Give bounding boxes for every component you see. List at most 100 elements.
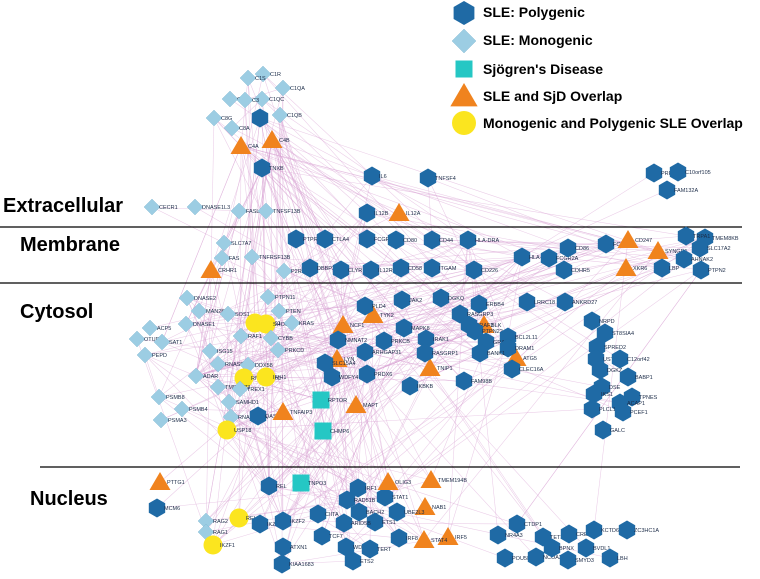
gene-label: MAN2B1 (206, 309, 228, 315)
gene-label: BABP1 (635, 375, 653, 381)
edge (212, 324, 485, 546)
edge (185, 323, 228, 431)
edge (240, 145, 469, 241)
gene-label: CD247 (635, 238, 652, 244)
hexagon-node-shape (675, 249, 693, 269)
hexagon-node-shape (540, 248, 558, 268)
gene-label: IL6 (379, 174, 387, 180)
gene-node: SYNGR1 (647, 241, 688, 259)
edge (212, 117, 261, 546)
edge (430, 256, 523, 481)
gene-label: NCOA2 (543, 555, 562, 561)
legend-label-polygenic: SLE: Polygenic (483, 4, 585, 20)
gene-node: ETS1 (366, 512, 396, 532)
hexagon-node-shape (313, 526, 331, 546)
gene-node: BANK1 (471, 343, 505, 363)
hexagon-node-shape (356, 342, 374, 362)
hexagon-node-shape (508, 514, 526, 534)
gene-node: LBH (601, 548, 628, 568)
diamond-node-shape (141, 319, 159, 337)
edge (261, 98, 509, 338)
hexagon-node-shape (316, 353, 334, 373)
hexagon-node-shape (260, 476, 278, 496)
gene-label: TNFSF13B (273, 209, 301, 215)
gene-label: TNFAIP3 (290, 410, 312, 416)
gene-label: CD226 (481, 268, 498, 274)
hexagon-node-shape (387, 230, 405, 250)
gene-node: TREX1 (231, 380, 265, 398)
triangle-node-shape (419, 358, 441, 376)
hexagon-node-shape (323, 367, 341, 387)
edge (240, 145, 659, 252)
edge (271, 139, 629, 378)
gene-label: IRF8 (406, 536, 418, 542)
gene-node: CD226 (465, 260, 498, 280)
hexagon-node-shape (465, 260, 483, 280)
gene-label: PEPD (152, 353, 167, 359)
hexagon-node-shape (344, 551, 362, 571)
edge (243, 212, 368, 379)
edge (209, 167, 263, 352)
hexagon-node-shape (358, 203, 376, 223)
square-node-shape (312, 391, 330, 409)
gene-node: SHOC2 (256, 314, 292, 334)
gene-node: C4A (230, 136, 259, 154)
gene-node: DRAM1 (499, 338, 534, 358)
edge (240, 145, 550, 259)
edge (144, 354, 197, 377)
triangle-node-shape (261, 130, 283, 148)
gene-label: TERT (377, 547, 392, 553)
gene-label: CD80 (403, 238, 417, 244)
gene-node: ERBB4 (470, 294, 504, 314)
diamond-node-shape (223, 119, 241, 137)
edges-layer (136, 73, 706, 565)
gene-label: CECR1 (159, 205, 178, 211)
gene-label: PTPN11 (275, 295, 295, 301)
legend-label-sle-sjd-overlap: SLE and SjD Overlap (483, 88, 622, 104)
hexagon-node-shape (393, 290, 411, 310)
edge (281, 560, 354, 565)
hexagon-node-shape (423, 258, 441, 278)
gene-label: ERBB4 (486, 302, 504, 308)
gene-node: C8A (223, 119, 250, 137)
triangle-node-shape (332, 315, 354, 333)
edge (156, 487, 359, 509)
diamond-node-shape (283, 314, 301, 332)
gene-node: DBBP2 (301, 258, 335, 278)
gene-node: OAS1 (249, 406, 280, 426)
gene-label: BVDL1 (593, 546, 610, 552)
edge (195, 375, 302, 484)
gene-label: IRF1 (365, 486, 377, 492)
edge (217, 239, 469, 365)
gene-node: SLC15A4 (316, 353, 356, 373)
edge (144, 354, 160, 398)
edge (423, 250, 659, 541)
gene-label: BANK1 (487, 351, 505, 357)
edge (372, 314, 587, 549)
gene-label: C1R (270, 72, 281, 78)
hexagon-node-shape (362, 260, 380, 280)
gene-label: C4B (279, 138, 290, 144)
gene-label: STAT1 (392, 495, 408, 501)
edge (198, 310, 245, 379)
gene-node: FAS (213, 249, 240, 267)
gene-node: NRPD (583, 311, 615, 331)
gene-node: PSMA3 (152, 411, 187, 429)
gene-label: NCF1 (350, 323, 364, 329)
gene-label: IL12B (374, 211, 389, 217)
edge (372, 313, 461, 316)
gene-label: C4A (248, 144, 259, 150)
edge (259, 117, 659, 252)
gene-label: TPNES (639, 395, 658, 401)
edge (239, 388, 270, 487)
hexagon-node-shape (432, 288, 450, 308)
gene-node: NCF1 (332, 315, 364, 333)
diamond-node-shape (150, 388, 168, 406)
gene-label: TNXB (269, 166, 284, 172)
gene-node: ZC3HC1A (618, 520, 659, 540)
gene-node: MCM6 (148, 498, 180, 518)
diamond-node-shape (173, 400, 191, 418)
hexagon-node-shape (614, 402, 632, 422)
edge (270, 139, 273, 339)
gene-node: PTPN22 (466, 321, 503, 341)
